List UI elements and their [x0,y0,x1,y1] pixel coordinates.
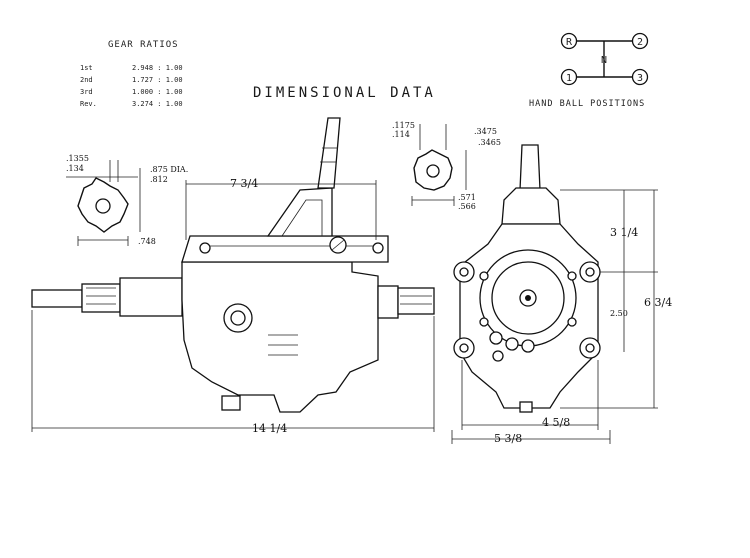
lower-boss [521,339,535,353]
gear-position-circle [560,32,578,50]
shift-position-1: 1 [566,73,572,84]
gear-ratios-heading: GEAR RATIOS [108,40,179,50]
spline-dia-tol-label: .812 [150,175,168,184]
top-height-label: 3 1/4 [610,226,638,239]
spline-depth-label: .748 [138,237,156,246]
shift-pattern-caption: HAND BALL POSITIONS [529,99,645,109]
gear-ratios-table: GEAR RATIOS 1st 2.948 : 1.00 2nd 1.727 :… [80,40,183,108]
fill-plug-center [230,310,246,326]
gear-ratio-rev: 3.274 : 1.00 [132,100,183,108]
spline-dia-label: .875 DIA. [150,165,188,174]
end-view-shift-tower [501,187,561,225]
gear-ratio-3: 1.000 : 1.00 [132,88,183,96]
gear-ratio-2: 1.727 : 1.00 [132,76,183,84]
side-view-dimensions: 7 3/4 14 1/4 [31,177,435,435]
mounting-hole [459,267,469,277]
output-spline-c-label: .571 [458,193,476,202]
lower-boss [505,337,519,351]
lower-boss [489,331,503,345]
mounting-hole [585,343,595,353]
output-spline-view: .1175 .114 .3475 .3465 .571 .566 [392,121,501,211]
width-outer-label: 5 3/8 [494,432,522,445]
width-inner-label: 4 5/8 [542,416,570,429]
flange-bolt [567,271,577,281]
shift-lever [317,117,341,189]
spline-pitch-tol-label: .134 [66,164,84,173]
output-spline-c-tol-label: .566 [458,202,476,211]
output-spline-b-tol-label: .3465 [478,138,501,147]
cover-bolt [372,242,384,254]
end-view-dimensions: 3 1/4 2.50 6 3/4 4 5/8 5 3/8 [451,189,672,445]
input-spline-view: .1355 .134 .875 DIA. .812 .748 [66,154,188,246]
mounting-hole [585,267,595,277]
gear-position-circle [560,68,578,86]
flange-bolt [479,271,489,281]
cover-bolt [199,242,211,254]
sheet-title: DIMENSIONAL DATA [253,85,436,101]
flange-bolt [567,317,577,327]
output-spline-bore [426,164,440,178]
output-spline-a-label: .1175 [392,121,415,130]
transmission-side-view [31,117,435,413]
end-view-drain-plug [519,401,533,413]
output-housing [377,285,399,319]
lower-boss [492,350,504,362]
transmission-end-view [453,144,601,413]
gear-label-2: 2nd [80,76,93,84]
gear-position-circle [631,68,649,86]
input-shaft-spline [81,283,121,313]
gear-label-3: 3rd [80,88,93,96]
gear-ratio-1: 2.948 : 1.00 [132,64,183,72]
end-view-shift-lever [519,144,541,191]
shift-pattern-diagram: R 2 N 1 3 HAND BALL POSITIONS [529,32,649,109]
top-cover [181,235,389,263]
spline-bore [95,198,111,214]
mounting-hole [459,343,469,353]
shift-position-2: 2 [637,37,643,48]
output-shaft-spline [397,287,435,315]
shift-position-n: N [601,55,607,66]
gear-label-1: 1st [80,64,93,72]
shift-position-r: R [566,37,573,48]
case-length-label: 7 3/4 [230,177,258,190]
gear-label-rev: Rev. [80,100,97,108]
gear-position-circle [631,32,649,50]
output-spline-b-label: .3475 [474,127,497,136]
drain-plug [221,395,241,411]
gearbox-case [181,261,379,413]
shift-position-3: 3 [637,73,643,84]
flange-bolt [479,317,489,327]
overall-height-label: 6 3/4 [644,296,672,309]
center-height-label: 2.50 [610,309,628,318]
input-bearing-retainer [119,277,183,317]
overall-length-label: 14 1/4 [252,422,287,435]
input-shaft [31,289,83,308]
output-spline-a-tol-label: .114 [392,130,410,139]
spline-pitch-label: .1355 [66,154,89,163]
